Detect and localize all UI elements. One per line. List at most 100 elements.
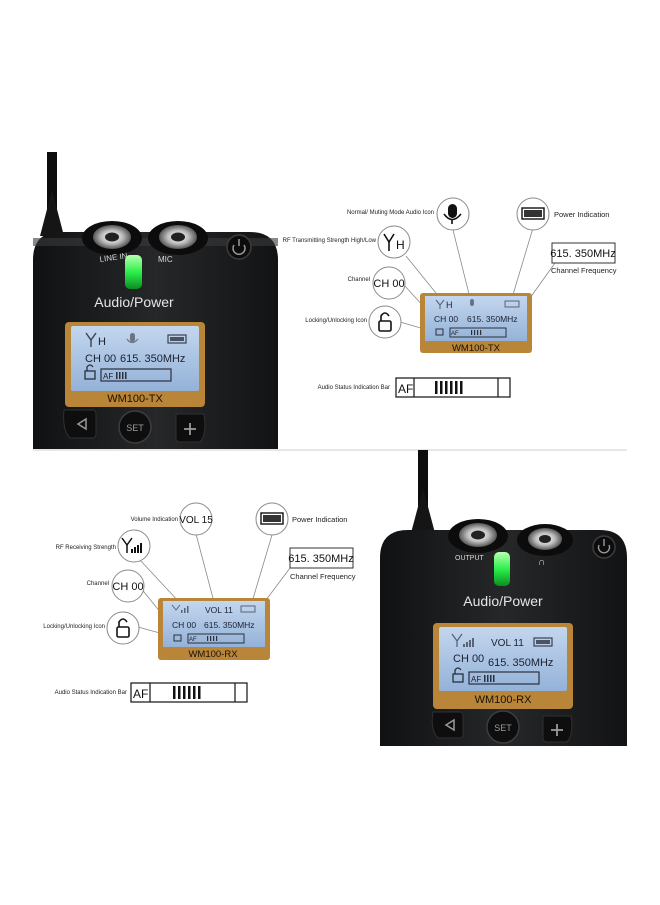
frequency-callout-label: Channel Frequency bbox=[551, 266, 617, 275]
lock-icon bbox=[84, 364, 96, 380]
audio-bar-callout-label: Audio Status Indication Bar bbox=[318, 385, 390, 391]
svg-text:H: H bbox=[98, 336, 106, 348]
rx-lcd: VOL 11 CH 00 615. 350MHz AF WM100-RX bbox=[433, 623, 573, 709]
svg-text:615. 350MHz: 615. 350MHz bbox=[288, 553, 353, 565]
mic-label: MIC bbox=[158, 255, 173, 264]
rx-audio-bar-callout-label: Audio Status Indication Bar bbox=[55, 690, 127, 696]
svg-text:615. 350MHz: 615. 350MHz bbox=[467, 314, 518, 324]
battery-icon bbox=[167, 334, 187, 344]
receiver-device: OUTPUT ∩ Audio/Power VOL 11 CH 00 615 bbox=[380, 450, 627, 746]
svg-text:CH 00: CH 00 bbox=[112, 581, 143, 593]
antenna-base bbox=[40, 190, 64, 236]
lock-callout-circle bbox=[368, 305, 402, 339]
rx-lcd-channel: CH 00 bbox=[453, 653, 484, 665]
svg-text:H: H bbox=[396, 238, 405, 252]
antenna-icon bbox=[85, 332, 97, 347]
rx-lcd-volume: VOL 11 bbox=[491, 638, 524, 649]
rx-plus-button[interactable] bbox=[542, 715, 573, 743]
line-in-label: LINE IN bbox=[99, 251, 128, 264]
rx-volume-badge: VOL 15 bbox=[179, 515, 213, 526]
af-meter bbox=[116, 372, 127, 379]
lock-callout-label: Locking/Unlocking Icon bbox=[305, 318, 367, 324]
rx-battery-icon bbox=[533, 637, 553, 647]
rx-volume-callout-label: Volume Indication bbox=[131, 517, 178, 523]
svg-text:VOL 11: VOL 11 bbox=[205, 605, 233, 615]
svg-text:WM100-TX: WM100-TX bbox=[452, 343, 501, 354]
tx-lcd-frequency: 615. 350MHz bbox=[120, 353, 185, 365]
rx-channel-callout-label: Channel bbox=[87, 581, 109, 587]
rx-rf-callout-circle bbox=[117, 529, 151, 563]
lock-callout-icon bbox=[378, 312, 392, 332]
rx-brand-label: Audio/Power bbox=[463, 593, 543, 609]
tx-audio-status-bar: AF bbox=[395, 377, 511, 398]
status-led bbox=[125, 255, 142, 289]
set-button[interactable]: SET bbox=[118, 410, 152, 444]
rx-lock-callout-circle bbox=[106, 611, 140, 645]
power-button[interactable] bbox=[226, 234, 252, 260]
mic-callout-icon bbox=[443, 204, 462, 224]
antenna-callout-icon bbox=[383, 233, 395, 251]
svg-text:CH 00: CH 00 bbox=[172, 620, 196, 630]
svg-text:H: H bbox=[446, 300, 453, 310]
channel-callout-label: Channel bbox=[348, 277, 370, 283]
rx-status-led bbox=[494, 552, 510, 586]
rf-callout-label: RF Transmitting Strength High/Low bbox=[283, 238, 377, 244]
svg-text:AF: AF bbox=[451, 331, 459, 337]
rx-signal-callout-icon bbox=[121, 537, 142, 553]
tx-small-lcd: H CH 00 615. 350MHz AF WM100-TX bbox=[420, 293, 532, 354]
rx-minus-button[interactable] bbox=[431, 711, 464, 739]
mic-jack[interactable] bbox=[148, 221, 208, 255]
output-label: OUTPUT bbox=[455, 555, 485, 562]
channel-callout-circle bbox=[372, 266, 406, 300]
rx-frequency-badge bbox=[289, 547, 354, 569]
rx-rf-callout-label: RF Receiving Strength bbox=[56, 545, 116, 551]
volume-callout-circle bbox=[179, 502, 213, 536]
power-callout-label: Power Indication bbox=[554, 210, 609, 219]
rx-lcd-frequency: 615. 350MHz bbox=[488, 657, 553, 669]
svg-text:AF: AF bbox=[189, 637, 197, 643]
output-jack[interactable] bbox=[448, 519, 508, 553]
transmitter-device: LINE IN MIC Audio/Power H bbox=[0, 150, 280, 450]
mute-callout-label: Normal/ Muting Mode Audio Icon bbox=[347, 210, 434, 216]
line-in-jack[interactable] bbox=[82, 221, 142, 255]
tx-channel-badge: CH 00 bbox=[373, 278, 404, 290]
plus-button[interactable] bbox=[175, 413, 206, 443]
rx-model: WM100-RX bbox=[475, 694, 533, 706]
rx-power-button[interactable] bbox=[592, 535, 616, 559]
svg-text:AF: AF bbox=[133, 687, 148, 701]
tx-callout-diagram: H CH 00 615. 350MHz Normal/ Muting Mode … bbox=[283, 197, 617, 398]
rx-callout-diagram: VOL 15 CH 00 615. 350MHz Volume Indicati… bbox=[43, 502, 356, 703]
rx-lock-callout-label: Locking/Unlocking Icon bbox=[43, 624, 105, 630]
battery-callout-icon bbox=[521, 207, 545, 220]
rf-callout-circle bbox=[377, 225, 411, 259]
rx-lock-callout-icon bbox=[116, 618, 130, 638]
rx-small-lcd: VOL 11 CH 00 615. 350MHz AF WM100-RX bbox=[158, 598, 270, 660]
svg-text:WM100-RX: WM100-RX bbox=[188, 649, 238, 660]
tx-model: WM100-TX bbox=[107, 393, 163, 405]
svg-text:AF: AF bbox=[398, 382, 413, 396]
mic-icon bbox=[126, 333, 139, 344]
rx-set-button[interactable]: SET bbox=[486, 710, 520, 744]
svg-text:615. 350MHz: 615. 350MHz bbox=[204, 620, 255, 630]
svg-text:SET: SET bbox=[494, 723, 512, 733]
tx-frequency-badge bbox=[551, 242, 616, 264]
brand-label: Audio/Power bbox=[94, 294, 174, 310]
svg-text:615. 350MHz: 615. 350MHz bbox=[550, 248, 615, 260]
svg-text:AF: AF bbox=[103, 372, 113, 381]
svg-text:CH 00: CH 00 bbox=[434, 314, 458, 324]
rx-channel-callout-circle bbox=[111, 569, 145, 603]
rx-audio-status-bar: AF bbox=[130, 682, 248, 703]
rx-frequency-callout-label: Channel Frequency bbox=[290, 572, 356, 581]
tx-lcd-channel: CH 00 bbox=[85, 353, 116, 365]
svg-text:SET: SET bbox=[126, 423, 144, 433]
minus-button[interactable] bbox=[63, 409, 97, 439]
rx-power-callout-label: Power Indication bbox=[292, 515, 347, 524]
headphone-icon: ∩ bbox=[538, 557, 545, 568]
headphone-jack[interactable] bbox=[517, 524, 573, 556]
rx-lock-icon bbox=[452, 667, 464, 683]
rx-battery-callout-icon bbox=[260, 512, 284, 525]
rx-signal-icon bbox=[451, 633, 474, 647]
svg-text:AF: AF bbox=[471, 675, 481, 684]
tx-lcd: H CH 00 615. 350MHz AF WM100-TX bbox=[65, 322, 205, 407]
